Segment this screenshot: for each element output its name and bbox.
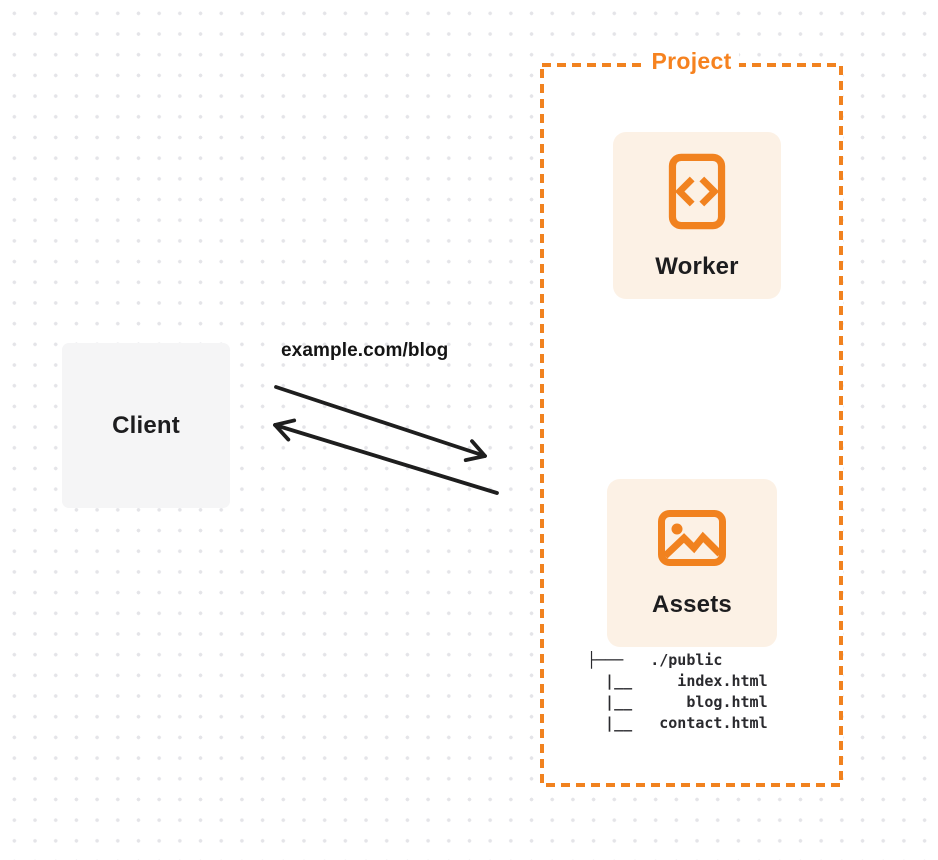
request-arrow bbox=[274, 385, 487, 463]
client-node: Client bbox=[62, 343, 230, 508]
request-url-label: example.com/blog bbox=[281, 340, 449, 361]
client-label: Client bbox=[112, 411, 180, 439]
project-label: Project bbox=[644, 48, 739, 75]
tree-line-blog: |__ blog.html bbox=[587, 693, 768, 711]
code-file-icon bbox=[668, 153, 726, 235]
worker-node: Worker bbox=[613, 132, 781, 299]
tree-line-public: ├─── ./public bbox=[587, 651, 723, 669]
response-arrow bbox=[273, 418, 499, 495]
assets-file-tree: ├─── ./public |__ index.html |__ blog.ht… bbox=[587, 650, 768, 734]
worker-label: Worker bbox=[655, 252, 739, 280]
image-icon bbox=[658, 509, 726, 571]
assets-label: Assets bbox=[652, 590, 732, 618]
tree-line-contact: |__ contact.html bbox=[587, 714, 768, 732]
assets-node: Assets bbox=[607, 479, 777, 647]
tree-line-index: |__ index.html bbox=[587, 672, 768, 690]
